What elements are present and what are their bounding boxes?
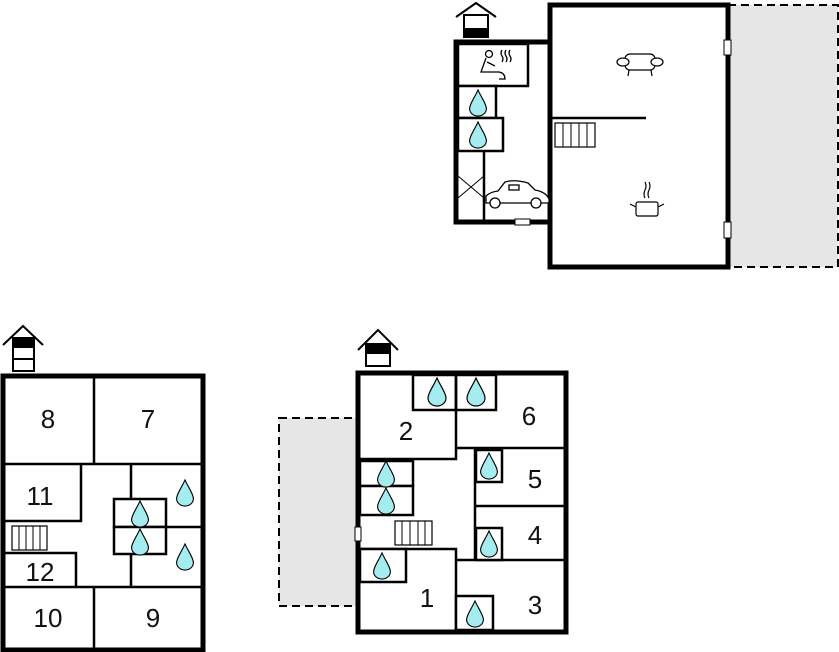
car-garage-icon [485,180,550,209]
room-label: 11 [27,481,54,511]
stairs-icon [11,525,48,551]
room-label: 1 [420,583,434,613]
window [723,39,732,56]
upper-floor-plan: 2 6 5 4 1 3 [278,328,569,635]
room-label: 3 [528,590,542,620]
house-entrance-icon [357,328,399,367]
stairs-icon [554,122,596,148]
shower-icon [176,479,194,507]
room-label: 12 [26,557,55,587]
room-label: 9 [146,603,160,633]
room-label: 2 [399,416,413,446]
terrace-area [278,417,359,607]
room-label: 7 [141,404,155,434]
basement-floor-plan: 8 7 11 12 10 9 [0,324,206,652]
window [354,526,362,542]
storage-icon [457,175,485,199]
stairs-icon [394,520,433,546]
room-label: 8 [41,404,55,434]
door [514,218,531,226]
room-label: 4 [528,520,542,550]
house-entrance-icon [455,1,497,38]
room-label: 5 [528,464,542,494]
ground-floor-plan [453,1,839,270]
sauna-icon [480,49,512,80]
room-label: 6 [522,401,536,431]
cooking-pot-icon [629,181,665,217]
terrace-area [727,4,839,268]
sofa-icon [616,53,664,77]
window [723,221,732,239]
room-label: 10 [34,603,63,633]
main-wall [547,2,731,270]
house-entrance-icon [2,324,44,372]
annex-wall [453,39,550,225]
shower-icon [176,543,194,571]
